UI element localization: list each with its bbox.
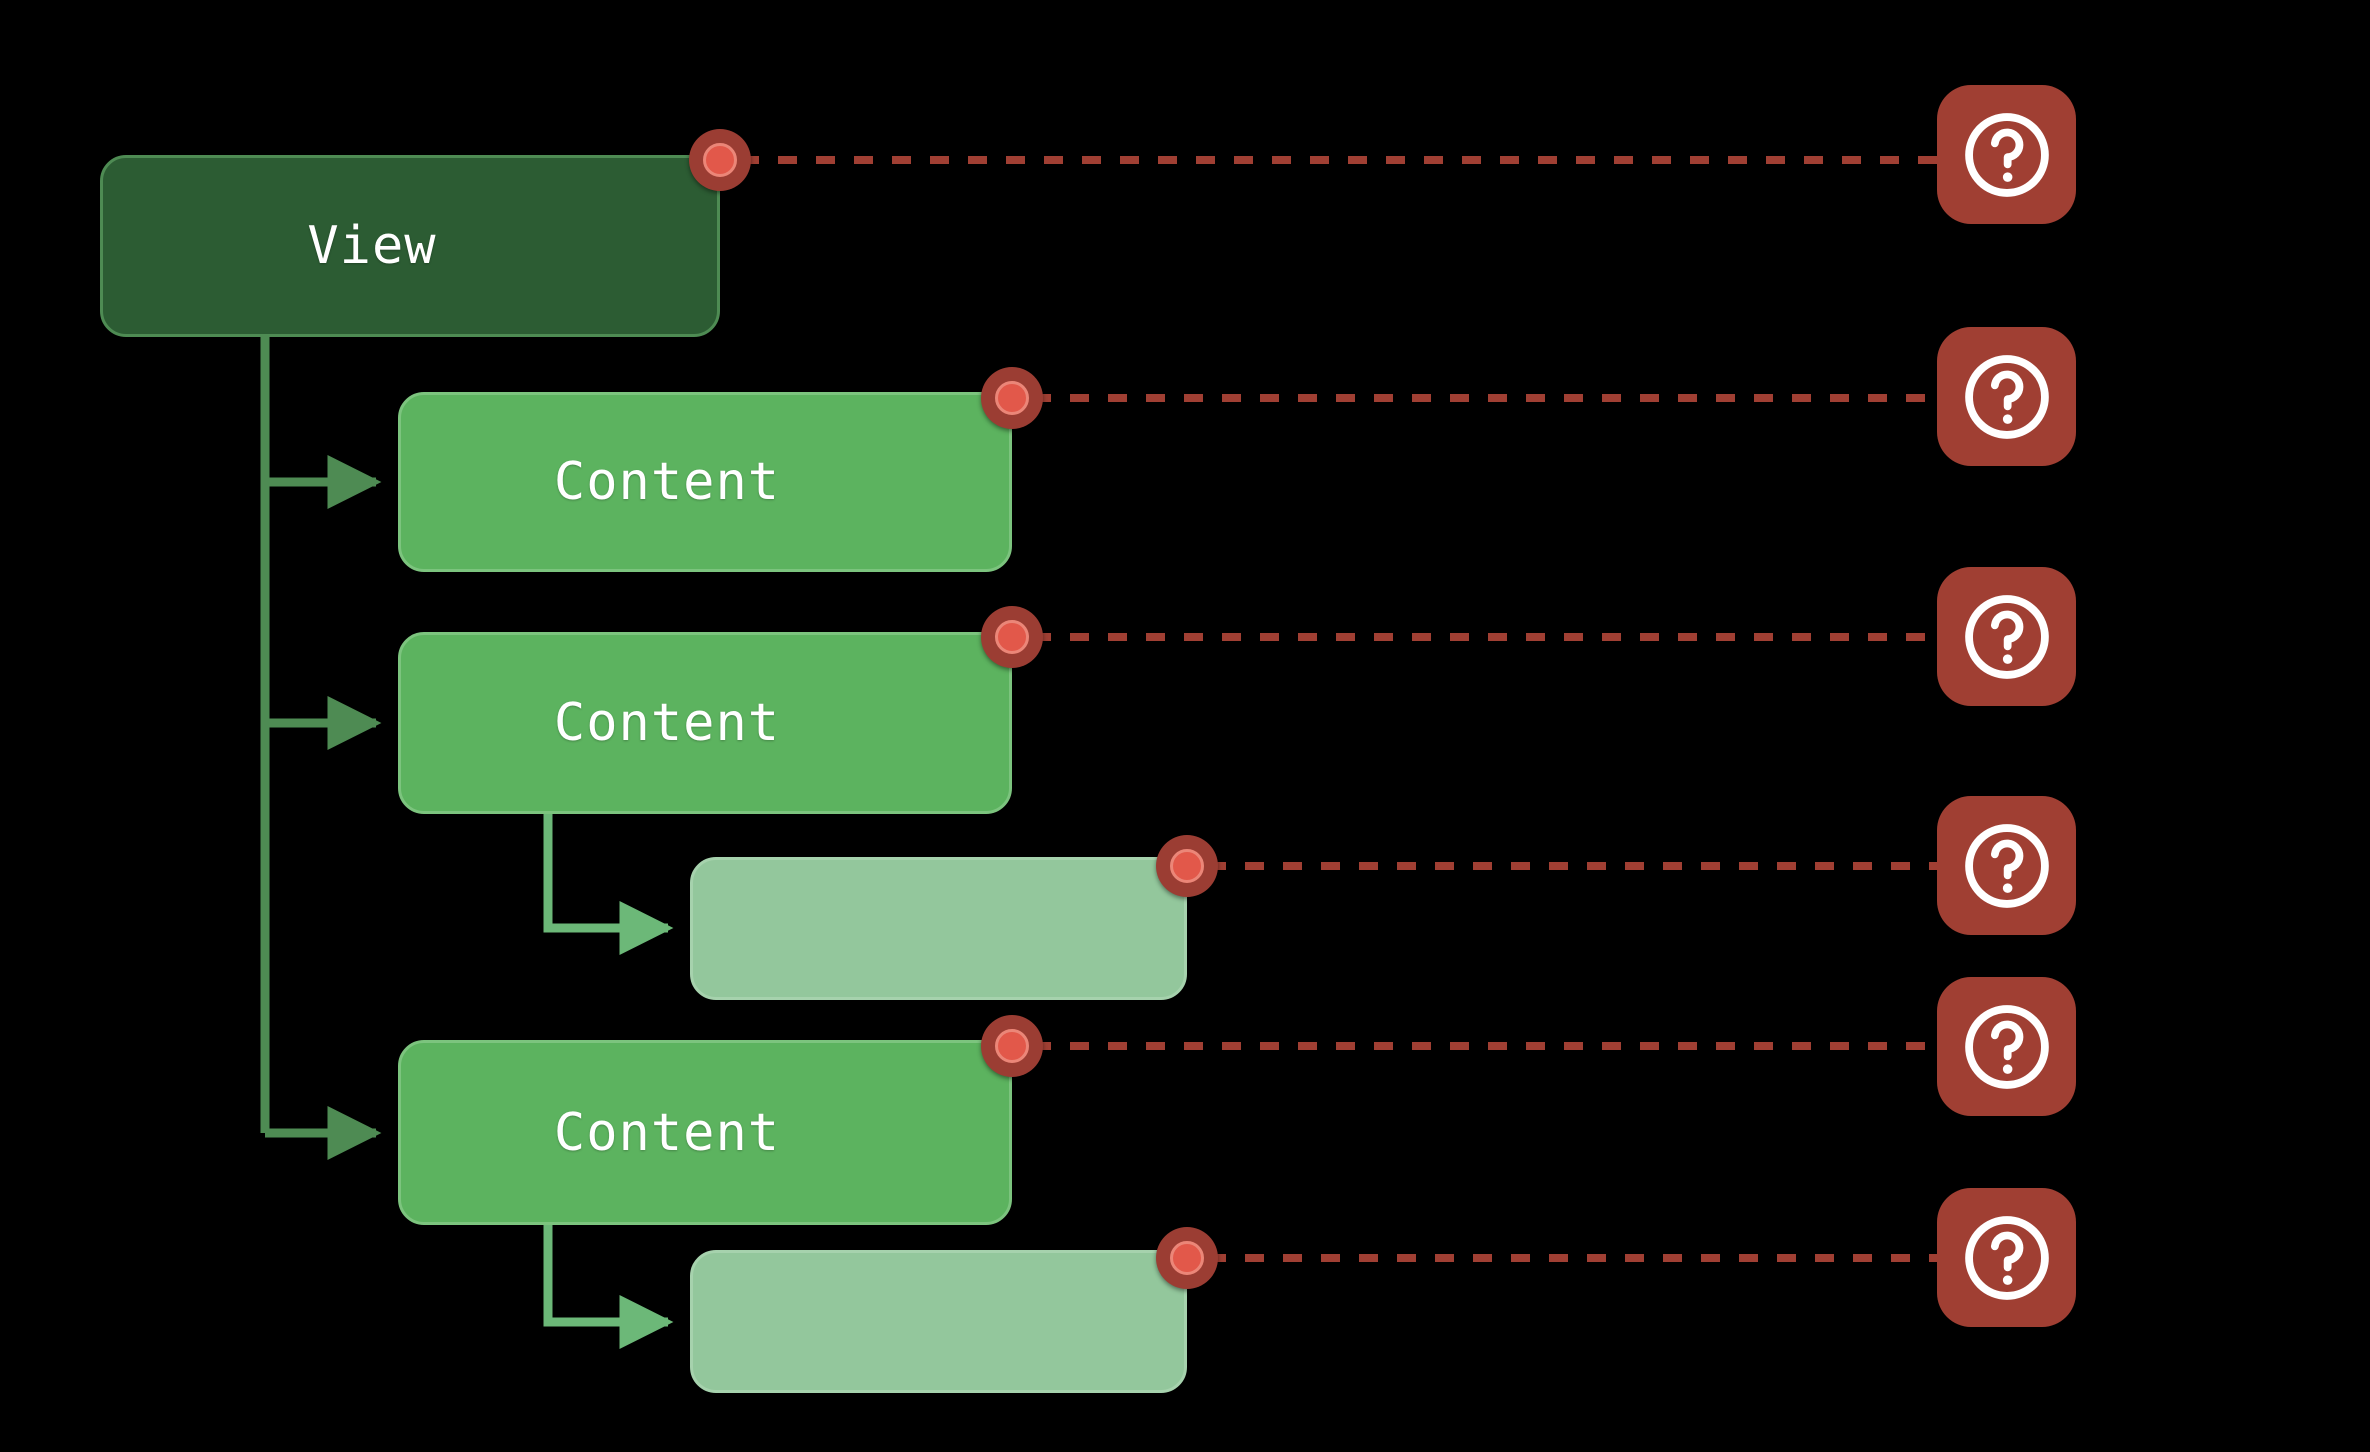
help-badge-6[interactable] bbox=[1937, 1188, 2076, 1327]
annotation-dot-3[interactable] bbox=[981, 606, 1043, 668]
question-mark-icon bbox=[1964, 823, 2049, 908]
help-badge-2[interactable] bbox=[1937, 327, 2076, 466]
node-content-2-label: Content bbox=[553, 693, 781, 753]
edge-content-2-to-leaf-1 bbox=[543, 814, 674, 955]
node-content-2[interactable]: Content bbox=[398, 632, 1012, 814]
help-badge-1[interactable] bbox=[1937, 85, 2076, 224]
question-mark-icon bbox=[1964, 354, 2049, 439]
node-content-3-label: Content bbox=[553, 1102, 781, 1163]
node-leaf-2[interactable] bbox=[690, 1250, 1187, 1393]
annotation-dot-2[interactable] bbox=[981, 367, 1043, 429]
help-badge-5[interactable] bbox=[1937, 977, 2076, 1116]
help-badge-4[interactable] bbox=[1937, 796, 2076, 935]
node-view[interactable]: View bbox=[100, 155, 720, 337]
question-mark-icon bbox=[1964, 1215, 2049, 1300]
annotation-dot-1[interactable] bbox=[689, 129, 751, 191]
annotation-dot-5[interactable] bbox=[981, 1015, 1043, 1077]
question-mark-icon bbox=[1964, 594, 2049, 679]
node-view-label: View bbox=[307, 216, 437, 276]
node-content-3[interactable]: Content bbox=[398, 1040, 1012, 1225]
node-leaf-1[interactable] bbox=[690, 857, 1187, 1000]
node-content-1-label: Content bbox=[553, 452, 781, 512]
annotation-dot-4[interactable] bbox=[1156, 835, 1218, 897]
help-badge-3[interactable] bbox=[1937, 567, 2076, 706]
annotation-dot-6[interactable] bbox=[1156, 1227, 1218, 1289]
edge-content-3-to-leaf-2 bbox=[543, 1225, 674, 1349]
node-content-1[interactable]: Content bbox=[398, 392, 1012, 572]
question-mark-icon bbox=[1964, 112, 2049, 197]
question-mark-icon bbox=[1964, 1004, 2049, 1089]
